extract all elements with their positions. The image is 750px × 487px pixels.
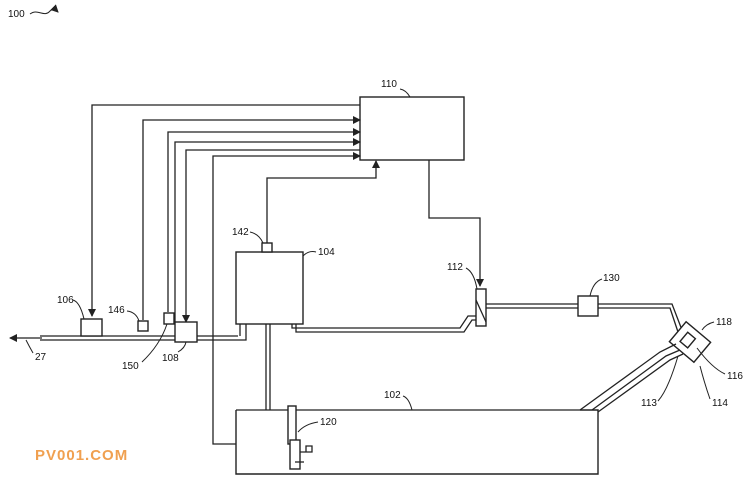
part-116-box	[679, 331, 697, 349]
figure-ref-arrow	[29, 4, 59, 15]
engine-label: 104	[318, 247, 335, 258]
engine-box	[235, 251, 304, 325]
pump-120-body	[289, 439, 301, 470]
unit-108-box	[174, 321, 198, 343]
signal-line-142	[266, 160, 380, 243]
controller-box	[359, 96, 465, 161]
fill-pipe-inner-2	[597, 353, 684, 413]
sensor-130-label: 130	[603, 273, 620, 284]
sensor-106-label: 106	[57, 295, 74, 306]
signal-line-b	[174, 138, 361, 322]
part-113-label: 113	[641, 398, 657, 409]
sensor-142-label: 142	[232, 227, 249, 238]
sensor-146-label: 146	[108, 305, 125, 316]
pipe-to-valve-bottom	[295, 319, 476, 333]
sensor-130-box	[577, 295, 599, 317]
fill-pipe-inner-1	[591, 349, 681, 411]
part-114-label: 114	[712, 398, 728, 409]
device-118	[668, 320, 712, 364]
sensor-146-box	[137, 320, 149, 332]
signal-line-a	[167, 128, 361, 312]
pipe-to-valve-top	[291, 315, 476, 329]
signal-line-146	[142, 116, 361, 320]
signal-line-112	[428, 160, 484, 287]
sensor-142-box	[261, 242, 273, 253]
sensor-106-box	[80, 318, 103, 337]
signal-line-106	[88, 104, 360, 317]
watermark: PV001.COM	[35, 447, 129, 464]
device-118-label: 118	[716, 317, 732, 328]
fill-pipe-outer	[579, 343, 677, 411]
pump-120-tube	[287, 405, 297, 445]
valve-112-label: 112	[447, 262, 463, 273]
figure-ref-label: 100	[8, 9, 25, 20]
controller-label: 110	[381, 79, 397, 90]
part-116-label: 116	[727, 371, 743, 382]
sensor-150-label: 150	[122, 361, 139, 372]
unit-108-label: 108	[162, 353, 179, 364]
tank-label: 102	[384, 390, 401, 401]
sensor-150-box	[163, 312, 175, 325]
exhaust-pipe-bottom	[40, 324, 247, 341]
valve-112-box	[475, 288, 487, 327]
signal-line-c	[182, 149, 360, 323]
output-ref-label: 27	[35, 352, 47, 363]
pump-120-label: 120	[320, 417, 337, 428]
